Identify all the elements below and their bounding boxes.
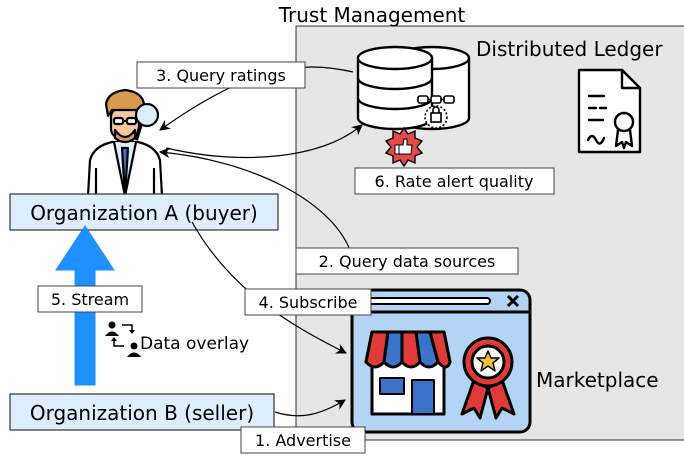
step-label-rate-alert: 6. Rate alert quality — [354, 167, 555, 195]
step-label-advertise: 1. Advertise — [240, 426, 366, 454]
step-label-query-sources: 2. Query data sources — [295, 247, 519, 275]
step-label-stream: 5. Stream — [37, 285, 143, 313]
step-label-query-ratings-text: 3. Query ratings — [156, 66, 286, 85]
marketplace-label: Marketplace — [536, 368, 659, 392]
thumbs-up-badge-icon — [384, 126, 424, 168]
data-overlay-network-icon — [105, 321, 141, 357]
connectors — [158, 66, 363, 417]
step-label-subscribe-text: 4. Subscribe — [259, 293, 358, 312]
step-label-stream-text: 5. Stream — [51, 290, 129, 309]
step-label-query-ratings: 3. Query ratings — [136, 61, 306, 89]
organization-b-box — [9, 393, 275, 431]
organization-a-label: Organization A (buyer) — [30, 201, 258, 225]
rate-alert-arrow — [165, 124, 363, 158]
step-label-advertise-text: 1. Advertise — [255, 431, 351, 450]
organization-b-label: Organization B (seller) — [30, 401, 254, 425]
step-label-rate-alert-text: 6. Rate alert quality — [375, 172, 534, 191]
organization-a-box — [9, 193, 279, 231]
advertise-arrow — [274, 399, 346, 417]
blockchain-lock-icon — [417, 95, 455, 129]
distributed-ledger-label: Distributed Ledger — [476, 37, 663, 61]
award-ribbon-icon — [460, 336, 516, 420]
step-label-query-sources-text: 2. Query data sources — [319, 252, 496, 271]
certificate-document-icon — [577, 68, 642, 154]
database-stack-icon — [356, 45, 471, 131]
data-overlay-label: Data overlay — [140, 334, 249, 354]
step-label-subscribe: 4. Subscribe — [244, 288, 372, 316]
query-sources-arrow — [158, 147, 351, 251]
trust-management-title: Trust Management — [278, 3, 466, 27]
detective-with-magnifier-icon — [86, 88, 164, 198]
